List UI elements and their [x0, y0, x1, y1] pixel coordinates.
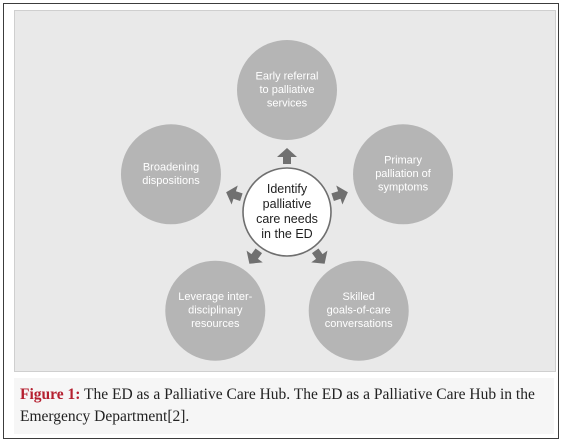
center-label: care needs	[256, 212, 318, 226]
nodes-layer: Early referral to palliativeservicesPrima…	[120, 40, 454, 361]
hub-diagram: Early referral to palliativeservicesPrima…	[120, 40, 454, 361]
arrow-to-early-referral	[277, 148, 297, 164]
center-label: in the ED	[261, 227, 312, 241]
arrow-to-primary-palliation	[331, 185, 348, 205]
node-circle	[353, 124, 454, 225]
node-label: Broadening	[143, 161, 199, 173]
node-label: Leverage inter-	[178, 291, 252, 303]
arrows-layer	[226, 148, 348, 264]
node-circle	[165, 260, 266, 361]
node-broadening-dispositions: Broadening dispositions	[120, 124, 221, 225]
caption-label: Figure 1:	[20, 386, 81, 403]
node-circle	[308, 260, 409, 361]
node-label: disciplinary	[188, 305, 243, 317]
node-circle	[237, 40, 337, 140]
node-label: conversations	[325, 318, 393, 330]
node-label: Skilled	[343, 291, 375, 303]
center-label: Identify	[267, 182, 308, 196]
node-label: palliation of	[375, 168, 432, 180]
arrow-to-broadening-dispositions	[226, 185, 243, 205]
node-circle	[120, 124, 221, 225]
node-label: symptoms	[378, 182, 429, 194]
node-label: to palliative	[259, 84, 314, 96]
caption-text: The ED as a Palliative Care Hub. The ED …	[20, 386, 535, 425]
arrow-to-skilled-goals	[311, 248, 328, 264]
figure-caption: Figure 1: The ED as a Palliative Care Hu…	[14, 378, 554, 434]
center-label: palliative	[263, 197, 312, 211]
node-label: resources	[191, 318, 240, 330]
node-label: goals-of-care	[327, 305, 391, 317]
node-label: services	[267, 97, 308, 109]
node-label: Early referral	[256, 70, 319, 82]
node-label: Primary	[384, 155, 422, 167]
center-circle	[242, 167, 332, 257]
arrow-to-leverage-interdisciplinary	[246, 248, 263, 264]
node-label: dispositions	[142, 175, 200, 187]
